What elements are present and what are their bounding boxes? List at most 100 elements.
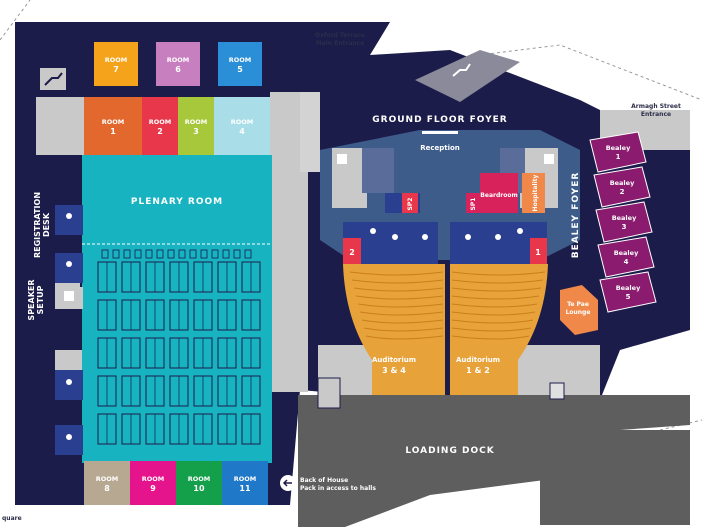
- speaker-setup-label-2: SETUP: [36, 285, 45, 314]
- box-1-label: 1: [535, 248, 541, 257]
- room-10-block[interactable]: [176, 461, 222, 505]
- loading-dock-area: [540, 430, 690, 525]
- auditorium-seat-row: [363, 327, 444, 332]
- room-5-label: ROOM: [229, 56, 252, 64]
- room-4-block[interactable]: [214, 97, 270, 155]
- accessible-icon: [370, 228, 376, 234]
- room-3-block[interactable]: [178, 97, 214, 155]
- plenary-stage-seat: [189, 249, 197, 259]
- room-11-block[interactable]: [222, 461, 268, 505]
- plenary-stage-seat: [178, 249, 186, 259]
- room-7-block[interactable]: [94, 42, 138, 86]
- plenary-stage-seat: [244, 249, 252, 259]
- room-8-number: 8: [104, 484, 110, 493]
- auditorium-seat-row: [451, 335, 530, 340]
- auditorium-seat-row: [353, 287, 444, 292]
- back-of-house-label-1: Back of House: [300, 477, 348, 484]
- restroom-icon: [495, 234, 501, 240]
- room-6-label: ROOM: [167, 56, 190, 64]
- te-pae-lounge-label-2: Lounge: [566, 309, 591, 316]
- room-1-block[interactable]: [84, 97, 142, 155]
- auditorium-seat-row: [365, 335, 444, 340]
- room-2-block[interactable]: [142, 97, 178, 155]
- sp2-room[interactable]: [402, 193, 418, 213]
- restroom-pod: [55, 205, 83, 235]
- plenary-stage-seat: [156, 249, 164, 259]
- bealey-4-room[interactable]: [597, 236, 655, 278]
- box-2[interactable]: [343, 238, 361, 264]
- hospitality-label: Hospitality: [532, 174, 539, 211]
- auditorium-seat-row: [357, 303, 444, 308]
- bealey-3-label: Bealey: [612, 214, 637, 222]
- oxford-terrace-label-1: Oxford Terrace: [315, 32, 365, 39]
- room-10-label: ROOM: [188, 475, 211, 483]
- auditorium-seat-row: [349, 271, 444, 276]
- ground-floor-foyer-label: GROUND FLOOR FOYER: [372, 115, 507, 125]
- square-street-label: quare: [2, 515, 22, 522]
- plenary-room-label: PLENARY ROOM: [131, 197, 223, 207]
- room-10-number: 10: [193, 484, 205, 493]
- reception-desk: [422, 131, 458, 134]
- room-8-block[interactable]: [84, 461, 130, 505]
- plenary-room[interactable]: [82, 155, 272, 463]
- room-4-number: 4: [239, 127, 245, 136]
- bealey-4-label: Bealey: [614, 249, 639, 257]
- entrance-ramp: [415, 50, 520, 102]
- sp2-label: SP2: [407, 198, 414, 211]
- auditorium-3-4[interactable]: [343, 264, 445, 395]
- plenary-stage-seat: [112, 249, 120, 259]
- room-2-label: ROOM: [149, 118, 172, 126]
- room-1-label: ROOM: [102, 118, 125, 126]
- restroom-icon: [465, 234, 471, 240]
- room-3-label: ROOM: [185, 118, 208, 126]
- te-pae-lounge-label-1: Te Pae: [567, 301, 589, 308]
- auditorium-left-label-2: 3 & 4: [382, 366, 406, 375]
- plenary-stage-seat: [233, 249, 241, 259]
- plenary-stage-seat: [145, 249, 153, 259]
- bealey-3-room[interactable]: [595, 201, 653, 243]
- auditorium-seat-row: [451, 295, 540, 300]
- bealey-4-number: 4: [624, 258, 629, 266]
- meeting-rooms: ROOM7ROOM6ROOM5ROOM1ROOM2ROOM3ROOM4ROOM8…: [84, 42, 270, 505]
- bealey-5-label: Bealey: [616, 284, 641, 292]
- te-pae-lounge[interactable]: [560, 285, 598, 335]
- hospitality-room[interactable]: [522, 173, 545, 213]
- restroom-icon: [66, 261, 72, 267]
- plenary-seating-grid: [97, 249, 261, 445]
- auditorium-seat-rows: [349, 271, 546, 340]
- auditorium-seat-row: [451, 319, 534, 324]
- room-9-number: 9: [150, 484, 156, 493]
- bealey-2-room[interactable]: [593, 166, 651, 208]
- room-5-block[interactable]: [218, 42, 262, 86]
- room-8-label: ROOM: [96, 475, 119, 483]
- loading-dock-area: [298, 395, 690, 527]
- box-2-label: 2: [349, 248, 355, 257]
- registration-desk-label-1: REGISTRATION: [33, 192, 42, 258]
- lift-icon: [64, 291, 74, 301]
- plenary-stage-seat: [222, 249, 230, 259]
- room-11-number: 11: [239, 484, 251, 493]
- room-9-block[interactable]: [130, 461, 176, 505]
- lift-icon: [544, 154, 554, 164]
- auditorium-1-2[interactable]: [450, 264, 548, 395]
- escalator-icon-glyph: [44, 72, 63, 86]
- stair-block: [362, 148, 394, 193]
- sp1-room[interactable]: [466, 193, 480, 213]
- back-of-house-label-2: Pack in access to halls: [300, 485, 376, 492]
- bealey-5-room[interactable]: [599, 271, 657, 313]
- auditorium-seat-row: [451, 303, 538, 308]
- street-outline: [0, 0, 31, 41]
- auditorium-left-label-1: Auditorium: [372, 356, 416, 364]
- bealey-1-room[interactable]: [589, 131, 647, 173]
- speaker-setup-label-1: SPEAKER: [27, 279, 36, 320]
- auditorium-seat-row: [451, 287, 542, 292]
- room-6-block[interactable]: [156, 42, 200, 86]
- oxford-terrace-label-2: Main Entrance: [316, 40, 365, 47]
- auditorium-seat-row: [451, 271, 546, 276]
- beardroom[interactable]: [480, 173, 518, 213]
- street-outline: [659, 419, 702, 431]
- box-1[interactable]: [530, 238, 547, 264]
- auditorium-seat-row: [355, 295, 444, 300]
- auditorium-seat-row: [451, 311, 536, 316]
- auditorium-right-label-1: Auditorium: [456, 356, 500, 364]
